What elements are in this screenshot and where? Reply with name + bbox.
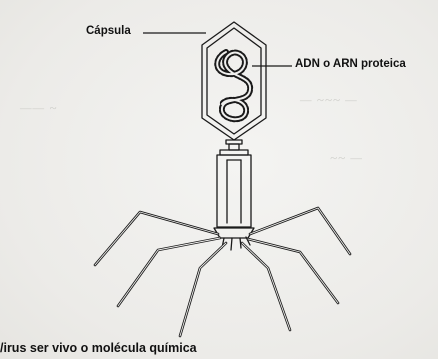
- tail-fiber: [180, 243, 226, 336]
- figure-caption: /irus ser vivo o molécula química: [0, 341, 197, 355]
- capsid-outer: [202, 22, 266, 140]
- collar-plate: [220, 150, 248, 155]
- tail-sheath: [217, 155, 251, 227]
- neck: [229, 144, 239, 150]
- base-plate: [214, 228, 254, 238]
- tail-fiber: [242, 243, 290, 330]
- capsule-label: Cápsula: [86, 25, 131, 37]
- genome-label: ADN o ARN proteica: [295, 58, 406, 70]
- tail-fiber: [95, 212, 218, 265]
- base-plate-spike: [231, 238, 232, 250]
- tail-fiber: [248, 239, 338, 303]
- dna-coil: [217, 52, 250, 119]
